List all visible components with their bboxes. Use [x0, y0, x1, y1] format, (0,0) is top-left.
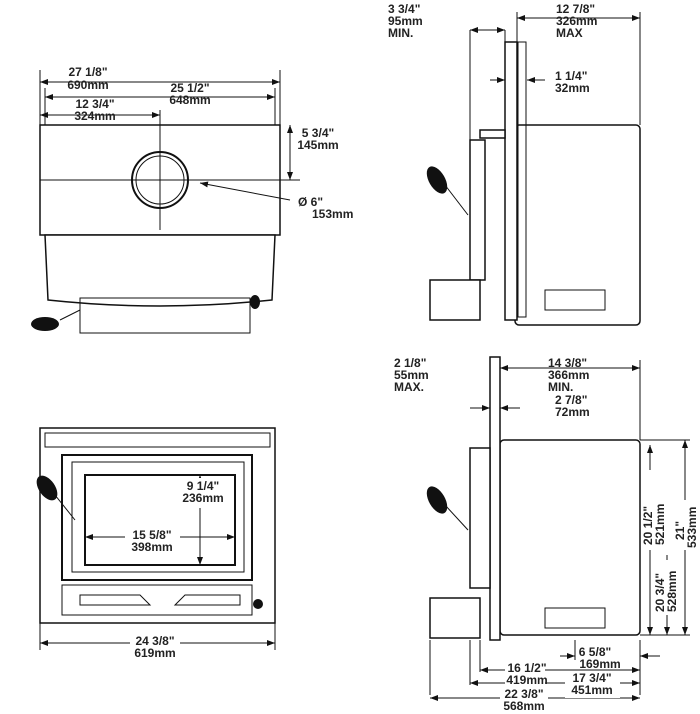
top-view-ashpan: [79, 297, 251, 334]
dim-flue-y-mm: 145mm: [297, 138, 338, 152]
dim-max-clear-note: MAX.: [394, 380, 424, 394]
dim-max-clear-in: 2 1/8": [394, 356, 426, 370]
side-body: [514, 124, 641, 326]
dim-inner-width-in: 25 1/2": [170, 81, 209, 95]
dim-flange-mm: 32mm: [555, 81, 590, 95]
dim-min-depth-note: MIN.: [548, 380, 573, 394]
front-ashpan: [61, 584, 253, 616]
dim-height-b-in: 20 3/4": [653, 573, 667, 612]
side-ashbox: [429, 279, 481, 321]
dim-min-depth-in: 14 3/8": [548, 356, 587, 370]
dim-glass-h-mm: 236mm: [182, 491, 223, 505]
dim-glass-w-mm: 398mm: [131, 540, 172, 554]
dim-height-total-mm: 533mm: [685, 507, 699, 548]
dim-front-w-in: 24 3/8": [135, 634, 174, 648]
dim-height-b-mm: 528mm: [665, 571, 679, 612]
dim-min-depth-mm: 366mm: [548, 368, 589, 382]
dim-glass-w-in: 15 5/8": [132, 528, 171, 542]
dim-overall-width-mm: 690mm: [67, 78, 108, 92]
door-handle-icon[interactable]: [32, 472, 61, 504]
dim-height-total-in: 21": [673, 521, 687, 540]
dim-max-depth-note: MAX: [556, 26, 583, 40]
dim-height-a-mm: 521mm: [653, 504, 667, 545]
dim-flange2-in: 2 7/8": [555, 393, 587, 407]
dim-min-clear-note: MIN.: [388, 26, 413, 40]
dim-depth-b-mm: 451mm: [571, 683, 612, 697]
side-flue-plate-2: [489, 356, 501, 641]
dim-overall-width-in: 27 1/8": [68, 65, 107, 79]
top-view: 27 1/8" 690mm 25 1/2" 648mm 12 3/4" 324m…: [31, 65, 353, 334]
dim-depth-total-mm: 568mm: [503, 699, 544, 713]
dim-flue-x-mm: 324mm: [74, 109, 115, 123]
dim-flange2-mm: 72mm: [555, 405, 590, 419]
dim-front-w-mm: 619mm: [134, 646, 175, 660]
dim-depth-b-in: 17 3/4": [572, 671, 611, 685]
side-flue-plate: [504, 41, 518, 321]
dim-flue-dia-in: Ø 6": [298, 195, 323, 209]
dim-depth-a-in: 16 1/2": [507, 661, 546, 675]
dim-flue-dia-mm: 153mm: [312, 207, 353, 221]
dim-min-clear-in: 3 3/4": [388, 2, 420, 16]
front-body: [39, 427, 276, 624]
dim-max-depth-mm: 326mm: [556, 14, 597, 28]
dim-depth-total-in: 22 3/8": [504, 687, 543, 701]
dim-depth-a-mm: 419mm: [506, 673, 547, 687]
dim-flue-y-in: 5 3/4": [302, 126, 334, 140]
dim-glass-h-in: 9 1/4": [187, 479, 219, 493]
top-view-lower-body: [44, 234, 276, 307]
front-door: [61, 454, 253, 581]
dim-inner-width-mm: 648mm: [169, 93, 210, 107]
side-view-bottom: 2 1/8" 55mm MAX. 14 3/8" 366mm MIN. 2 7/…: [394, 356, 699, 714]
side-body-2: [499, 439, 641, 636]
dim-rear-offset-mm: 169mm: [579, 657, 620, 671]
dim-rear-offset-in: 6 5/8": [579, 645, 611, 659]
dim-flange-in: 1 1/4": [555, 69, 587, 83]
dim-max-depth-in: 12 7/8": [556, 2, 595, 16]
dim-min-clear-mm: 95mm: [388, 14, 423, 28]
dim-flue-x-in: 12 3/4": [75, 97, 114, 111]
front-glass: [84, 474, 236, 566]
side-view-top: 3 3/4" 95mm MIN. 12 7/8" 326mm MAX 1 1/4…: [388, 2, 641, 326]
front-view: 9 1/4" 236mm 15 5/8" 398mm 24 3/8" 619mm: [32, 427, 276, 660]
dim-height-a-in: 20 1/2": [641, 506, 655, 545]
handle-icon[interactable]: [31, 317, 59, 331]
dim-max-clear-mm: 55mm: [394, 368, 429, 382]
